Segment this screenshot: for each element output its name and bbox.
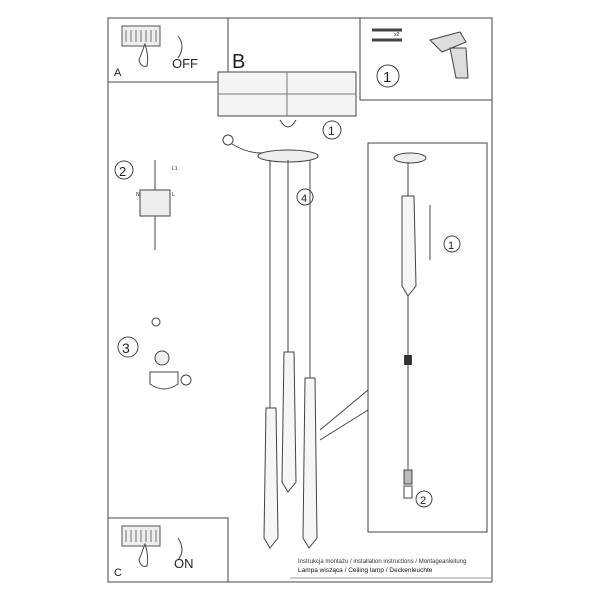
- drill-icon: [429, 31, 469, 79]
- panel-c-letter: C: [114, 567, 122, 579]
- outer-frame: [107, 17, 493, 583]
- pendant-shade: [263, 407, 279, 549]
- l-label: L: [172, 192, 175, 198]
- ground-step: 3: [117, 317, 192, 390]
- screw-qty: x2: [394, 32, 400, 38]
- step-1-mount: 1: [328, 124, 335, 138]
- ceiling-mount: 1: [217, 71, 357, 154]
- ground-icon: [151, 317, 161, 327]
- step-1-detail: 1: [448, 240, 454, 252]
- l1-label: L1: [172, 166, 178, 172]
- panel-a-letter: A: [114, 67, 122, 79]
- step-1-tools: 1: [383, 69, 391, 86]
- step-2-wiring: 2: [119, 164, 126, 179]
- on-label: ON: [174, 556, 194, 571]
- pendant-shade: [302, 377, 318, 549]
- ground-icon: [222, 134, 234, 146]
- panel-c: C ON: [108, 517, 229, 582]
- off-label: OFF: [172, 56, 198, 71]
- panel-tools: x2 1: [359, 18, 492, 101]
- panel-a: A OFF: [108, 18, 229, 83]
- step-2-detail: 2: [420, 495, 426, 507]
- lamp-assembly: 4: [257, 149, 369, 549]
- step-3: 3: [122, 340, 130, 356]
- panel-b-letter: B: [232, 51, 245, 73]
- wiring-step: 2 L1 N L: [114, 160, 178, 250]
- caption-line-2: Lampa wisząca / Ceiling lamp / Deckenleu…: [298, 567, 433, 574]
- detail-inset: 1 2: [367, 142, 488, 533]
- hand-icon: [138, 542, 149, 567]
- step-4: 4: [301, 193, 307, 205]
- arrow-down-icon: [177, 35, 183, 59]
- n-label: N: [136, 192, 140, 198]
- caption-line-1: Instrukcja montażu / installation instru…: [298, 559, 467, 565]
- pendant-shade: [281, 351, 297, 493]
- screw-icon: [372, 28, 402, 42]
- hand-icon: [138, 42, 149, 67]
- arrow-up-icon: [177, 537, 183, 561]
- terminal-block-icon: [139, 189, 171, 217]
